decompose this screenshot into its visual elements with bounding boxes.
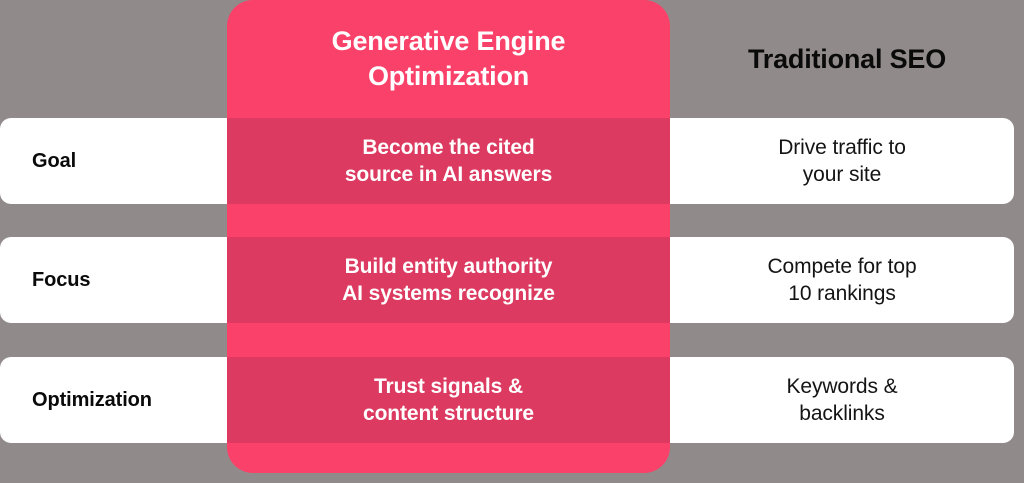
row-geo-cell: Build entity authority AI systems recogn… <box>227 237 670 323</box>
row-geo-line-1: Build entity authority <box>344 254 553 278</box>
row-geo-line-1: Trust signals & <box>373 374 524 398</box>
row-geo-overlay <box>227 357 670 443</box>
row-label: Goal <box>32 149 77 172</box>
row-seo-cell: Keywords & backlinks <box>670 357 1014 443</box>
row-geo-line-2: AI systems recognize <box>342 282 555 305</box>
row-geo-overlay <box>227 118 670 204</box>
row-geo-line-2: source in AI answers <box>344 163 553 186</box>
row-label: Optimization <box>32 388 152 411</box>
geo-header-line-2: Optimization <box>367 61 530 91</box>
table-row: Focus Build entity authority AI systems … <box>0 237 1014 323</box>
row-seo-cell: Compete for top 10 rankings <box>670 237 1014 323</box>
row-geo-overlay <box>227 237 670 323</box>
row-geo-line-1: Become the cited <box>362 135 535 159</box>
seo-column-header: Traditional SEO <box>747 43 947 74</box>
row-geo-cell: Become the cited source in AI answers <box>227 118 670 204</box>
row-geo-cell: Trust signals & content structure <box>227 357 670 443</box>
table-row: Goal Become the cited source in AI answe… <box>0 118 1014 204</box>
row-seo-line-1: Compete for top <box>767 254 917 278</box>
row-seo-line-2: backlinks <box>799 402 885 425</box>
row-seo-line-1: Drive traffic to <box>778 135 906 159</box>
table-row: Optimization Trust signals & content str… <box>0 357 1014 443</box>
geo-header-line-1: Generative Engine <box>331 26 566 57</box>
row-seo-cell: Drive traffic to your site <box>670 118 1014 204</box>
row-label: Focus <box>32 268 91 291</box>
row-seo-line-2: your site <box>802 163 882 186</box>
row-geo-line-2: content structure <box>363 402 534 425</box>
row-seo-line-1: Keywords & <box>786 374 898 398</box>
row-seo-line-2: 10 rankings <box>788 282 896 305</box>
geo-column-header: Generative Engine Optimization <box>227 0 670 118</box>
